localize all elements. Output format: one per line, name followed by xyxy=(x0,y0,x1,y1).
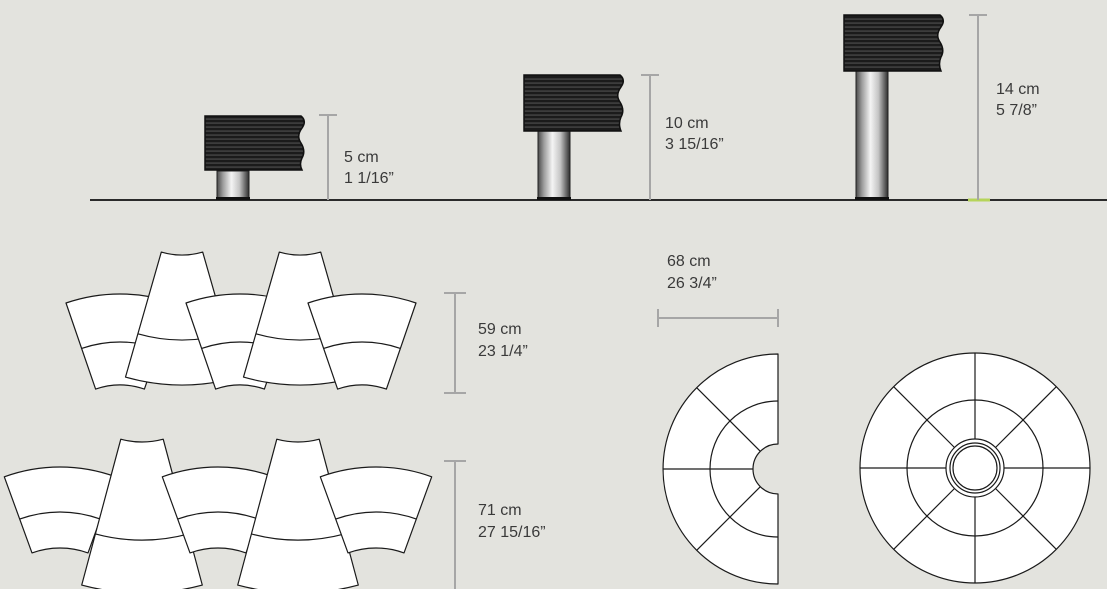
circle-width-dimension: 68 cm 26 3/4” xyxy=(657,253,779,327)
wave-short-tile-5 xyxy=(307,293,417,390)
circle-width-imperial: 26 3/4” xyxy=(667,275,717,292)
half-circle-divider-3 xyxy=(696,486,761,551)
wave-tall-tile-5-outline xyxy=(319,466,433,554)
wave-tall-tile-2-seam xyxy=(95,533,189,541)
wave-arrangement-tall xyxy=(3,438,433,589)
wave-short-dimension: 59 cm 23 1/4” xyxy=(444,292,528,394)
wave-tall-tile-5 xyxy=(319,466,433,554)
wave-tall-tile-5-seam xyxy=(335,511,417,520)
height-high-metric: 14 cm xyxy=(996,81,1040,98)
stool-mid xyxy=(523,74,624,200)
full-circle-divider-4 xyxy=(893,488,955,550)
wave-tall-metric: 71 cm xyxy=(478,502,522,519)
height-mid-imperial: 3 15/16” xyxy=(665,136,724,153)
full-circle-divider-8 xyxy=(995,386,1057,448)
stool-low xyxy=(204,115,305,200)
wave-arrangement-short xyxy=(65,251,417,390)
height-mid-metric: 10 cm xyxy=(665,115,709,132)
wave-tall-tile-1-seam xyxy=(19,511,101,520)
stool-high-leg xyxy=(855,70,889,200)
wave-tall-tile-3 xyxy=(161,466,275,554)
height-low-imperial: 1 1/16” xyxy=(344,170,394,187)
full-circle-hub-inner xyxy=(952,445,998,491)
wave-tall-dimension: 71 cm 27 15/16” xyxy=(444,460,546,589)
stool-high xyxy=(843,14,944,200)
half-circle-arrangement xyxy=(662,353,779,585)
height-dimension-high: 14 cm 5 7/8” xyxy=(969,14,1040,200)
wave-short-tile-5-seam xyxy=(323,341,401,349)
wave-tall-tile-3-seam xyxy=(177,511,259,520)
full-circle-arrangement xyxy=(859,352,1091,584)
half-circle-divider-1 xyxy=(696,387,761,452)
stool-low-seat xyxy=(204,115,305,171)
height-high-imperial: 5 7/8” xyxy=(996,102,1037,119)
circle-width-metric: 68 cm xyxy=(667,253,711,270)
full-circle-divider-2 xyxy=(995,488,1057,550)
wave-tall-tile-4-seam xyxy=(251,533,345,541)
height-dimension-low: 5 cm 1 1/16” xyxy=(319,114,394,200)
stool-high-seat xyxy=(843,14,944,72)
wave-tall-imperial: 27 15/16” xyxy=(478,524,546,541)
wave-short-metric: 59 cm xyxy=(478,321,522,338)
full-circle-divider-6 xyxy=(893,386,955,448)
height-low-metric: 5 cm xyxy=(344,149,379,166)
stool-mid-leg xyxy=(537,130,571,200)
wave-short-imperial: 23 1/4” xyxy=(478,343,528,360)
stool-low-leg xyxy=(216,170,250,200)
height-dimension-mid: 10 cm 3 15/16” xyxy=(641,74,724,200)
stool-mid-seat xyxy=(523,74,624,132)
